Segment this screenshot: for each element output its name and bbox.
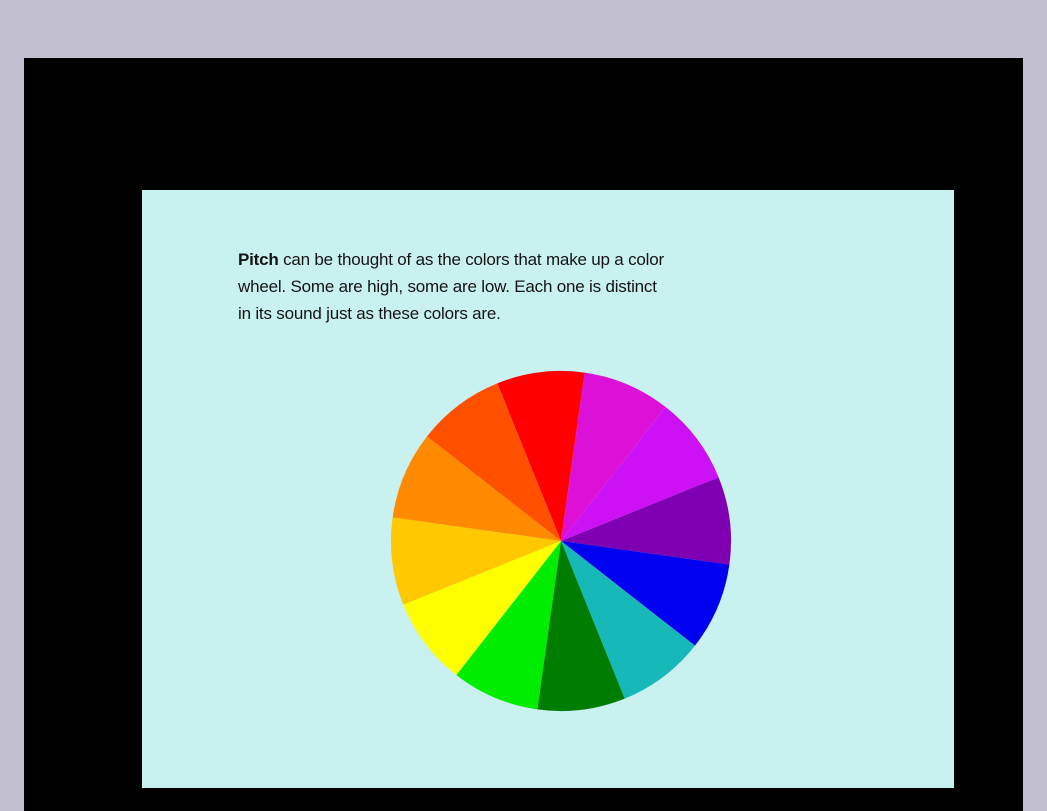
color-wheel-segment [561, 407, 719, 541]
color-wheel-segment [392, 436, 561, 541]
color-wheel-segment [561, 477, 732, 565]
slide: Pitch can be thought of as the colors th… [142, 190, 954, 788]
color-wheel-segment [561, 541, 730, 646]
color-wheel-segment [537, 541, 625, 712]
color-wheel-segment [390, 517, 561, 605]
slide-text: Pitch can be thought of as the colors th… [238, 246, 888, 327]
color-wheel [390, 370, 732, 712]
color-wheel-segment [497, 370, 585, 541]
color-wheel-segment [427, 383, 561, 541]
color-wheel-segment [561, 541, 695, 699]
color-wheel-segment [561, 372, 666, 541]
slide-text-line1: can be thought of as the colors that mak… [278, 250, 664, 269]
slide-text-line2: wheel. Some are high, some are low. Each… [238, 277, 657, 296]
video-frame: Pitch can be thought of as the colors th… [24, 58, 1023, 811]
slide-text-line3: in its sound just as these colors are. [238, 304, 501, 323]
slide-text-bold: Pitch [238, 250, 279, 269]
color-wheel-segment [456, 541, 561, 710]
color-wheel-segment [403, 541, 561, 675]
